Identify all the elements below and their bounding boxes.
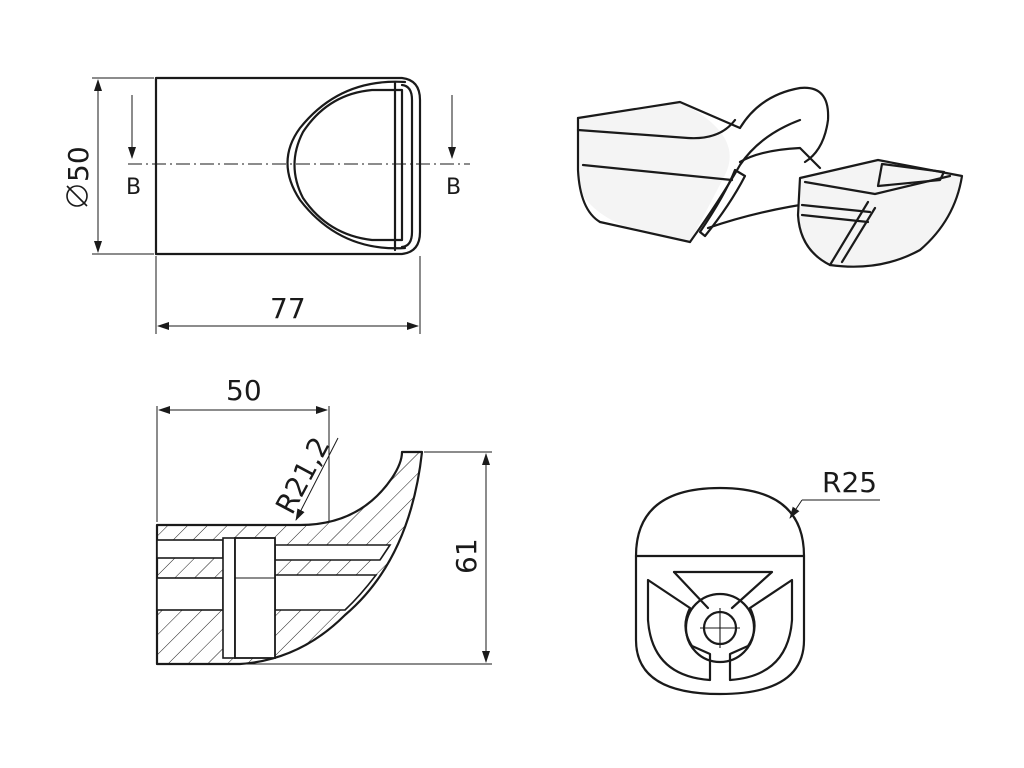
section-cavity-lower-right <box>274 574 378 611</box>
iso-end-piece-slot <box>876 162 946 188</box>
diameter-symbol <box>66 185 88 207</box>
iso-cut-edge <box>688 118 802 244</box>
front-view: B B 50 77 <box>62 76 470 334</box>
end-view-outline <box>634 486 806 696</box>
iso-top-edge <box>576 86 830 164</box>
diameter-symbol-slash <box>66 185 88 207</box>
end-view-top-rib-left <box>672 570 710 610</box>
section-core-block <box>234 537 276 659</box>
iso-band-line <box>581 163 734 182</box>
iso-end-piece-outline <box>796 158 964 268</box>
front-view-outline <box>154 76 422 256</box>
end-view-top-rib <box>672 570 774 610</box>
end-view-hub-outer <box>684 592 756 664</box>
opening-inner <box>293 88 404 242</box>
diameter-value: 50 <box>62 146 95 182</box>
end-view-left-lobe <box>646 578 712 682</box>
height-value: 61 <box>450 538 483 574</box>
radius-end-leader <box>789 499 803 519</box>
length-value: 77 <box>270 292 306 325</box>
radius-small-leader <box>295 437 339 521</box>
section-slot-left <box>222 537 236 659</box>
end-view-right-lobe <box>728 578 794 682</box>
front-view-rim <box>400 83 414 249</box>
iso-cut-inner <box>738 146 822 170</box>
diameter-label: 50 <box>62 146 95 207</box>
iso-end-piece-rib <box>828 200 877 267</box>
iso-left-body <box>576 116 692 244</box>
radius-small-value: R21,2 <box>269 432 337 520</box>
section-view: 50 R21,2 61 <box>155 374 492 666</box>
radius-end-value: R25 <box>822 466 877 499</box>
section-cavity-upper-right <box>274 544 392 561</box>
section-cavity-upper-left <box>156 539 224 559</box>
iso-cut-slot <box>698 168 747 238</box>
width-value: 50 <box>226 374 262 407</box>
section-cavity-lower-left <box>156 577 224 611</box>
section-outline <box>155 450 424 666</box>
end-view: R25 <box>634 466 880 696</box>
section-label-left: B <box>126 175 141 200</box>
section-label-right: B <box>446 175 461 200</box>
isometric-view <box>576 86 964 268</box>
opening-outer <box>286 80 407 250</box>
iso-top-face <box>576 118 737 140</box>
